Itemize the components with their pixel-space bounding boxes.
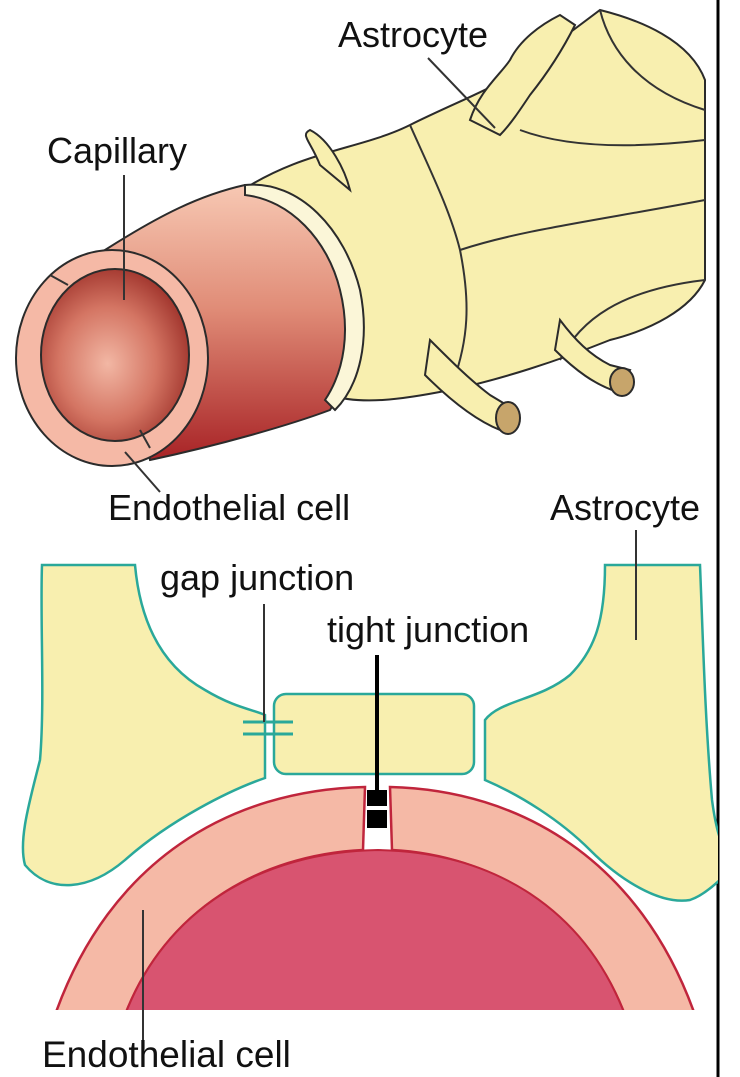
capillary-lumen: [41, 269, 189, 441]
tight-junction: [367, 790, 387, 828]
astrocyte-foot-middle: [274, 694, 474, 774]
label-astrocyte-top: Astrocyte: [338, 14, 488, 55]
label-capillary: Capillary: [47, 130, 187, 171]
label-endothelial-bottom: Endothelial cell: [42, 1034, 291, 1075]
label-gap-junction: gap junction: [160, 557, 354, 598]
label-tight-junction: tight junction: [327, 609, 529, 650]
label-endothelial-top: Endothelial cell: [108, 487, 350, 528]
capillary-3d-illustration: [16, 10, 705, 466]
label-astrocyte-bottom: Astrocyte: [550, 487, 700, 528]
